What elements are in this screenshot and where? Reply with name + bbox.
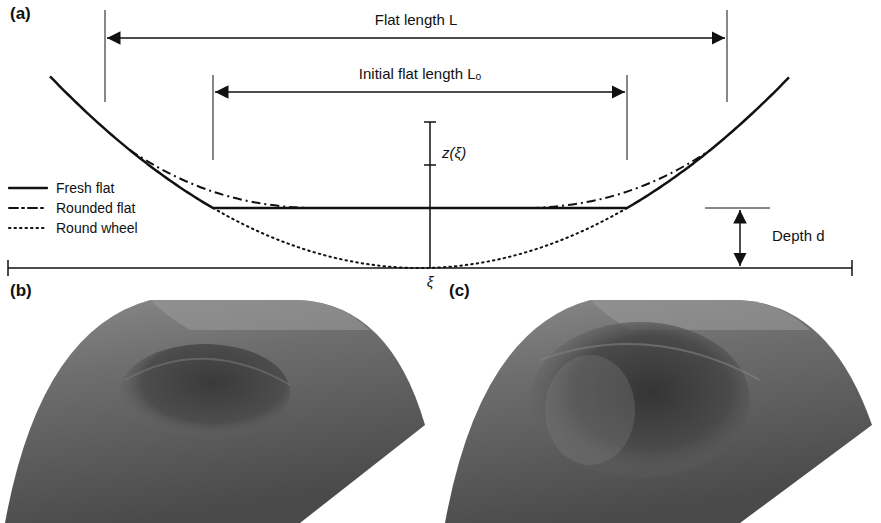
dimension-arrow (107, 37, 725, 39)
panel-label: (c) (447, 282, 472, 301)
z-axis (429, 122, 431, 268)
dimension-label: Flat length L (373, 12, 460, 29)
dimension-arrow (215, 91, 625, 93)
axis-label: z(ξ) (440, 145, 468, 162)
legend-entry: Fresh flat (8, 180, 114, 196)
extension-line (705, 208, 770, 209)
panel-label: (a) (8, 5, 33, 24)
axis-tick (7, 260, 9, 276)
panel-label: (b) (8, 282, 34, 301)
extension-line (105, 10, 106, 102)
legend-sample (8, 183, 48, 193)
legend-text: Fresh flat (56, 180, 114, 196)
round-wheel-curve (213, 208, 627, 268)
extension-line (627, 75, 628, 160)
axis-tick (424, 164, 436, 166)
fresh-flat-surface (5, 300, 425, 523)
depth-arrow (739, 210, 741, 266)
rounded-flat-surface (445, 300, 872, 523)
legend-sample (8, 203, 48, 213)
legend-entry: Round wheel (8, 220, 138, 236)
legend-text: Round wheel (56, 220, 138, 236)
axis-tick (424, 121, 436, 123)
axis-label: ξ (425, 274, 436, 291)
legend-text: Rounded flat (56, 200, 135, 216)
legend-sample (8, 223, 48, 233)
extension-line (727, 10, 728, 102)
extension-line (213, 75, 214, 160)
fresh-flat-curve (50, 76, 789, 208)
axis-tick (851, 260, 853, 276)
legend-entry: Rounded flat (8, 200, 135, 216)
wheel-profiles (50, 76, 789, 268)
dimension-label: Initial flat length Lₒ (357, 66, 483, 83)
dimension-label: Depth d (770, 228, 827, 245)
rounded-flat-curve (130, 150, 710, 208)
